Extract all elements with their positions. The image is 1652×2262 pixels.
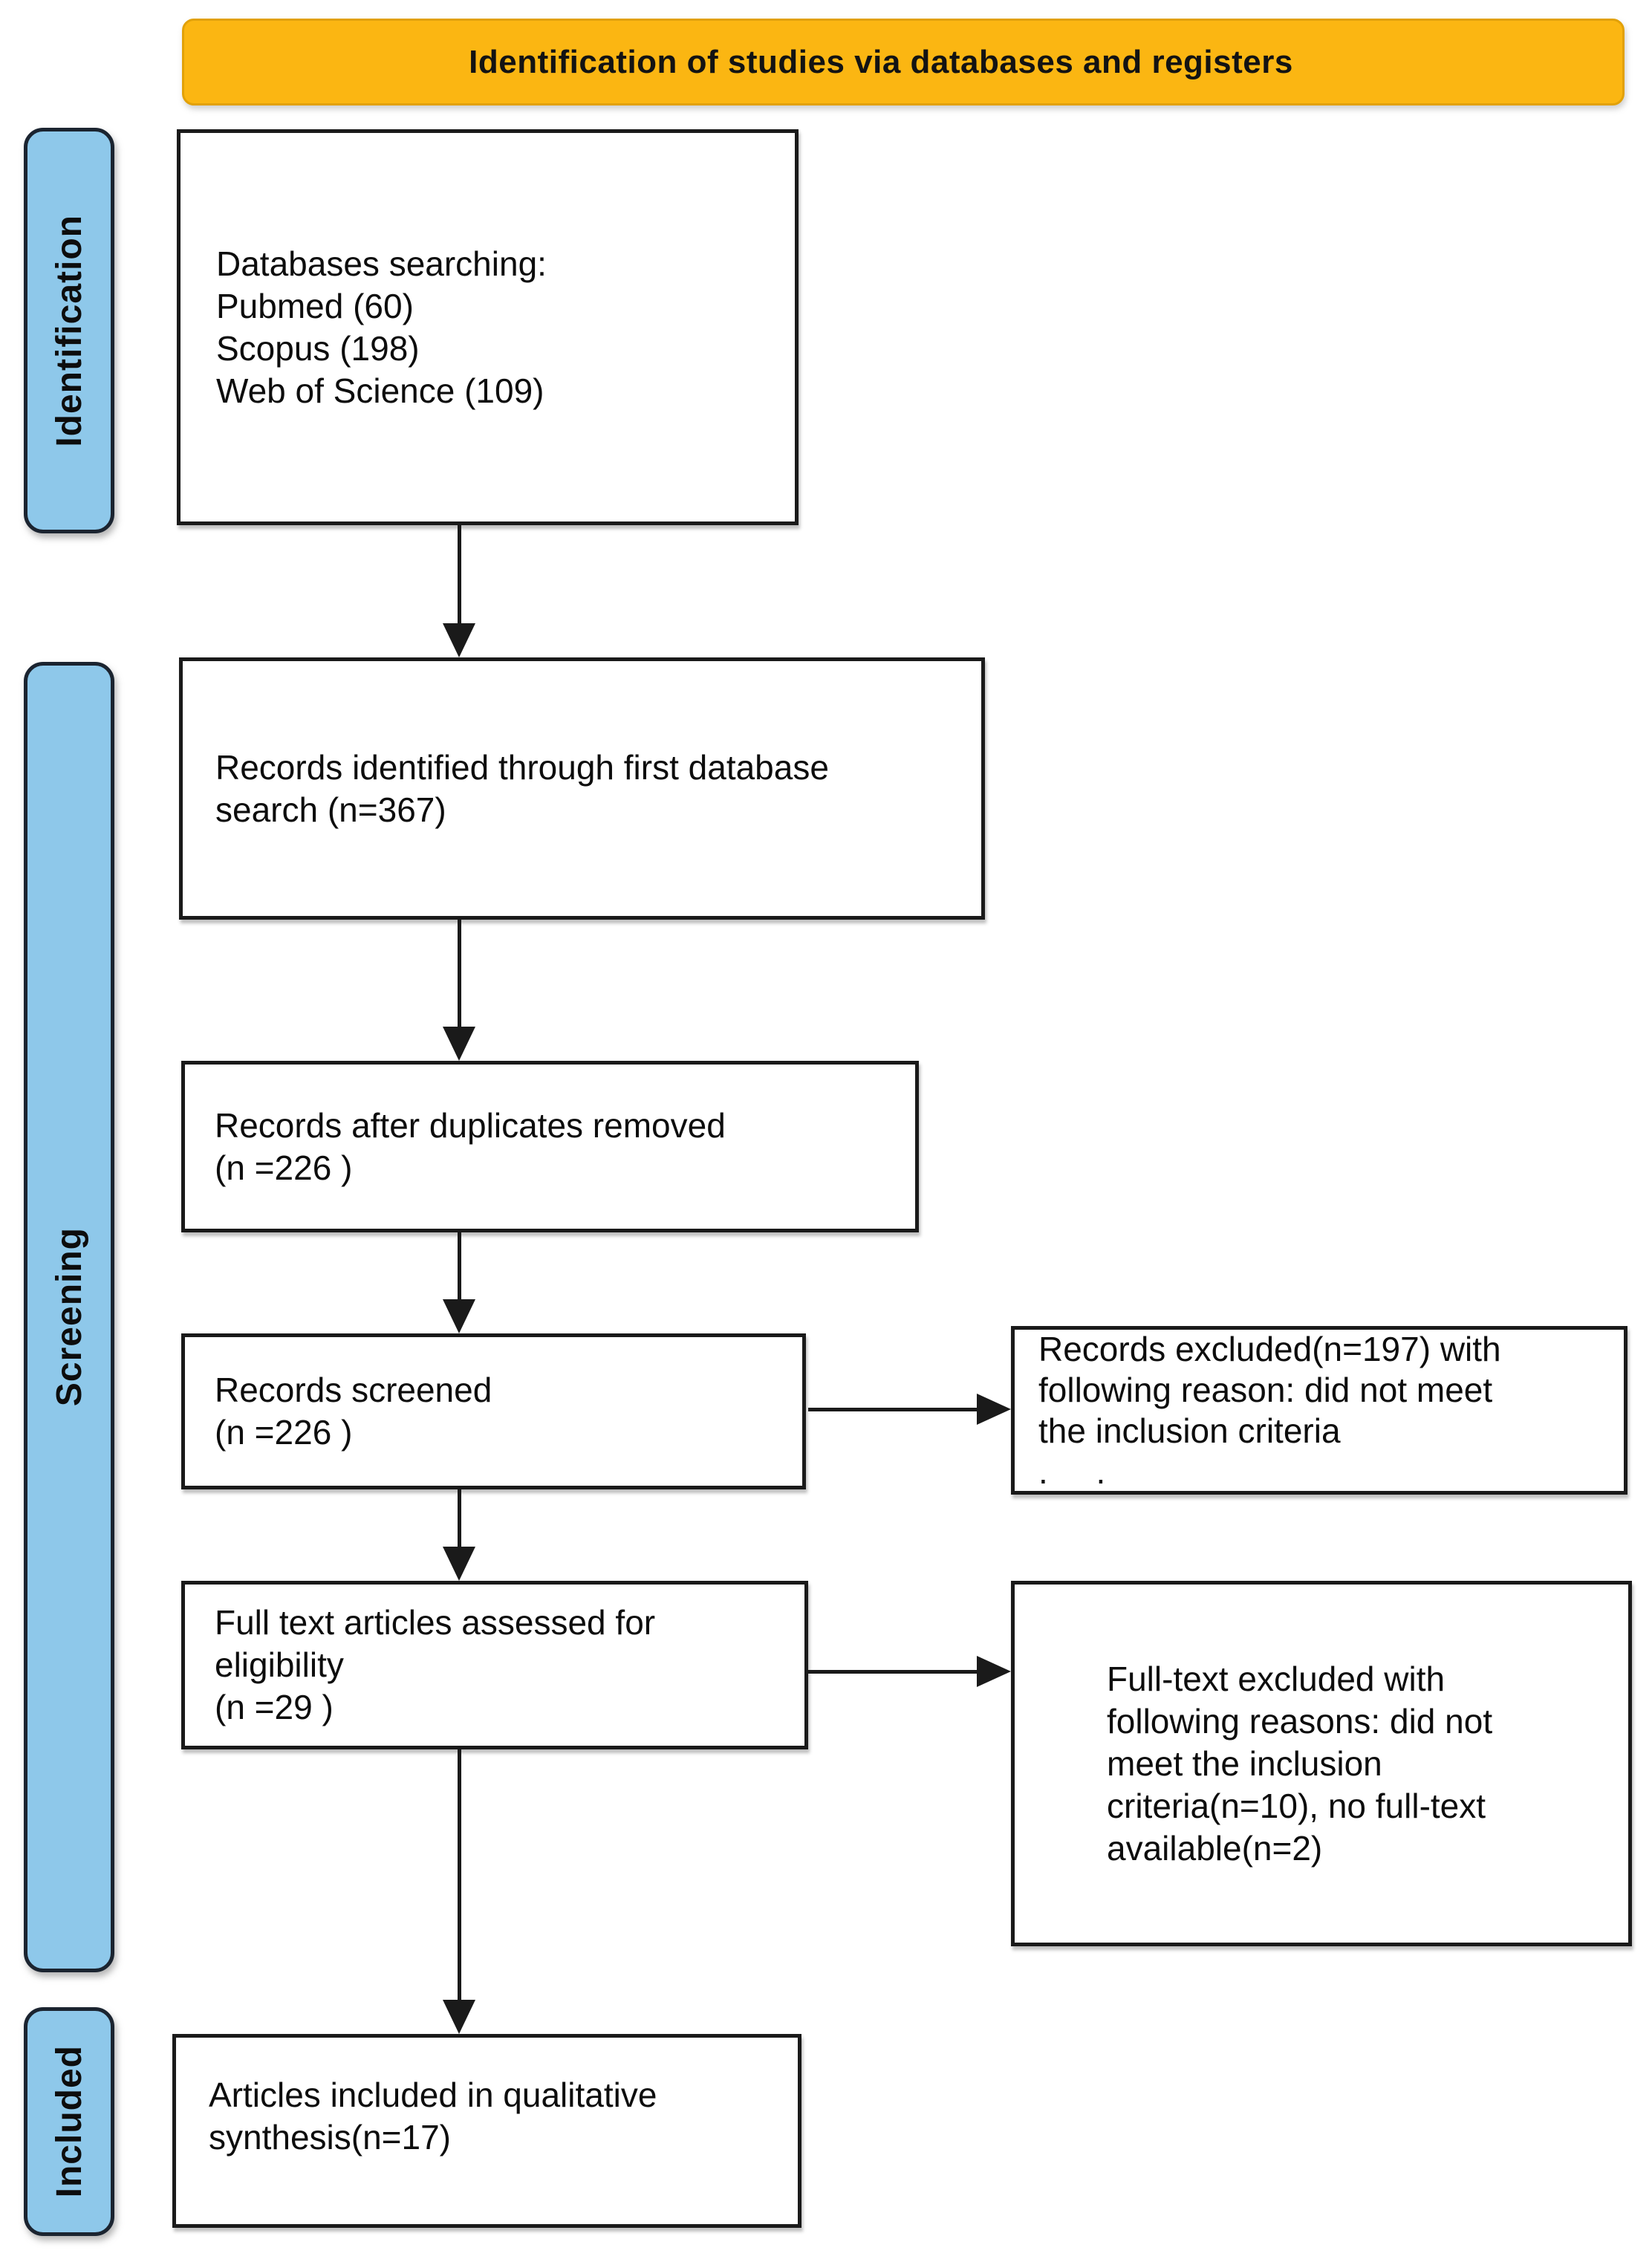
box-included-line-1: Articles included in qualitative [209,2075,657,2114]
box-excluded1-line-2: following reason: did not meet [1038,1370,1493,1409]
box-fulltext-assessed: Full text articles assessed for eligibil… [181,1581,808,1749]
stage-identification: Identification [24,128,114,533]
box-excluded1-line-4: . . [1038,1452,1106,1491]
banner: Identification of studies via databases … [182,19,1625,105]
box-excluded2-line-3: meet the inclusion [1107,1743,1382,1783]
box-records-excluded: Records excluded(n=197) with following r… [1011,1326,1627,1495]
arrowhead-down-icon [443,623,475,657]
arrow-line [458,1232,461,1301]
arrow-line [808,1670,977,1674]
arrowhead-down-icon [443,1547,475,1581]
box-excluded1-line-1: Records excluded(n=197) with [1038,1329,1501,1368]
arrowhead-right-icon [977,1656,1011,1687]
box-databases-line-3: Scopus (198) [216,328,420,368]
box-databases-line-4: Web of Science (109) [216,371,544,410]
box-excluded2-line-4: criteria(n=10), no full-text [1107,1786,1486,1825]
box-duplicates-removed: Records after duplicates removed (n =226… [181,1061,919,1232]
box-fulltext-line-1: Full text articles assessed for [215,1603,656,1642]
arrowhead-right-icon [977,1394,1011,1425]
stage-identification-label: Identification [49,214,89,447]
box-screened-line-1: Records screened [215,1371,492,1409]
arrowhead-down-icon [443,1027,475,1061]
box-fulltext-excluded: Full-text excluded with following reason… [1011,1581,1632,1946]
box-screened-line-2: (n =226 ) [215,1413,353,1452]
banner-title: Identification of studies via databases … [469,43,1293,80]
arrow-line [458,1489,461,1548]
box-records-identified: Records identified through first databas… [179,657,985,920]
stage-screening-label: Screening [49,1227,89,1407]
box-identified-line-1: Records identified through first databas… [215,747,829,787]
arrow-line [458,525,461,626]
box-included-line-2: synthesis(n=17) [209,2117,451,2157]
box-duplicates-line-2: (n =226 ) [215,1148,353,1187]
stage-included: Included [24,2007,114,2236]
box-fulltext-line-2: eligibility [215,1645,344,1684]
box-excluded2-line-5: available(n=2) [1107,1828,1323,1868]
arrow-line [458,920,461,1028]
arrow-line [808,1408,977,1411]
box-excluded2-line-2: following reasons: did not [1107,1701,1493,1741]
box-fulltext-line-3: (n =29 ) [215,1688,334,1726]
arrow-line [458,1749,461,2001]
arrowhead-down-icon [443,2000,475,2034]
box-excluded2-line-1: Full-text excluded with [1107,1659,1446,1698]
box-records-screened: Records screened (n =226 ) [181,1333,806,1489]
box-databases-searching: Databases searching: Pubmed (60) Scopus … [177,129,799,525]
box-identified-line-2: search (n=367) [215,790,446,829]
box-excluded1-line-3: the inclusion criteria [1038,1411,1341,1450]
box-databases-line-2: Pubmed (60) [216,286,414,325]
box-articles-included: Articles included in qualitative synthes… [172,2034,801,2228]
arrowhead-down-icon [443,1299,475,1333]
box-databases-line-1: Databases searching: [216,244,547,283]
box-duplicates-line-1: Records after duplicates removed [215,1105,726,1145]
stage-included-label: Included [49,2045,89,2198]
stage-screening: Screening [24,662,114,1972]
